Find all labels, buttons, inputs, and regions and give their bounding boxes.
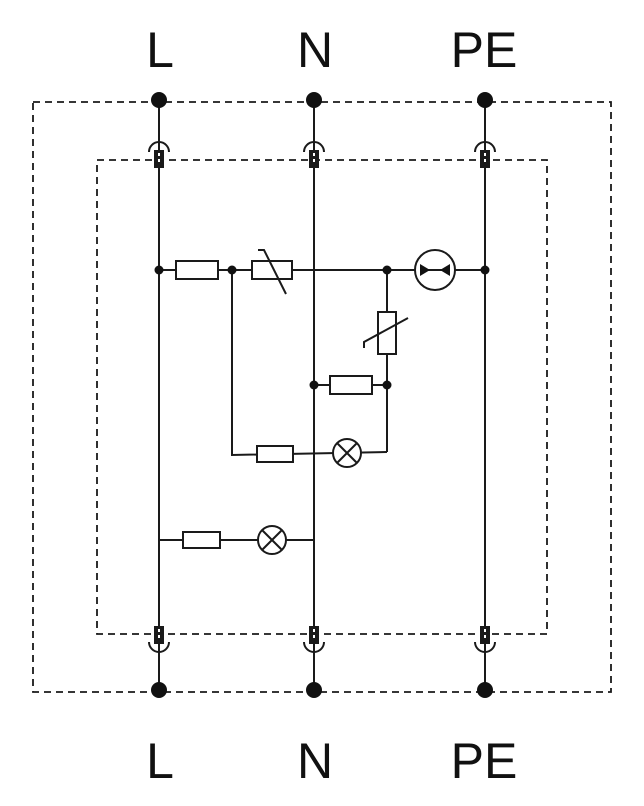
plug-connectors-bottom <box>148 626 496 653</box>
fuse-main <box>175 260 219 280</box>
label-bottom-l: L <box>146 733 174 789</box>
resistor-indicator-1 <box>256 445 294 463</box>
label-top-l: L <box>146 22 174 78</box>
lamp-indicator-1-icon <box>332 438 362 468</box>
line-indicator-branch-1 <box>231 270 388 457</box>
label-top-pe: PE <box>451 22 518 78</box>
label-bottom-n: N <box>297 733 333 789</box>
lamp-indicator-2-icon <box>257 525 287 555</box>
junction-dots <box>154 265 490 390</box>
label-top-n: N <box>297 22 333 78</box>
resistor-n-branch <box>329 375 373 395</box>
label-bottom-pe: PE <box>451 733 518 789</box>
terminal-nodes <box>151 92 493 698</box>
outer-base-enclosure <box>32 101 612 693</box>
inner-module-enclosure <box>96 159 548 635</box>
varistor-branch-icon <box>363 311 409 355</box>
plug-connectors-top <box>148 141 496 168</box>
spark-gap-icon <box>414 249 456 291</box>
resistor-indicator-2 <box>182 531 221 549</box>
varistor-main-icon <box>251 249 293 295</box>
